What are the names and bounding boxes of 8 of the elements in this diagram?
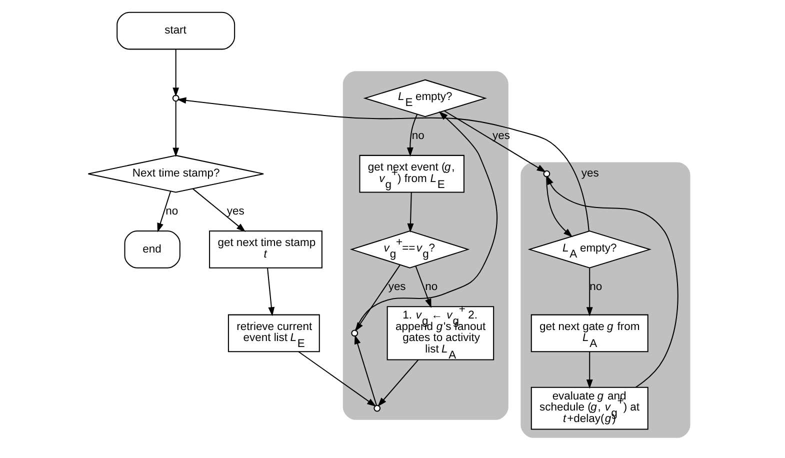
edge-label: no xyxy=(589,281,602,294)
edge-label: yes xyxy=(492,130,510,142)
edge-label: no xyxy=(165,205,178,218)
edge-label: no xyxy=(411,130,424,142)
edge-label: yes xyxy=(388,281,406,294)
edge-label: no xyxy=(424,281,438,294)
edge-label: yes xyxy=(226,205,244,218)
edge-label: yes xyxy=(580,168,598,180)
